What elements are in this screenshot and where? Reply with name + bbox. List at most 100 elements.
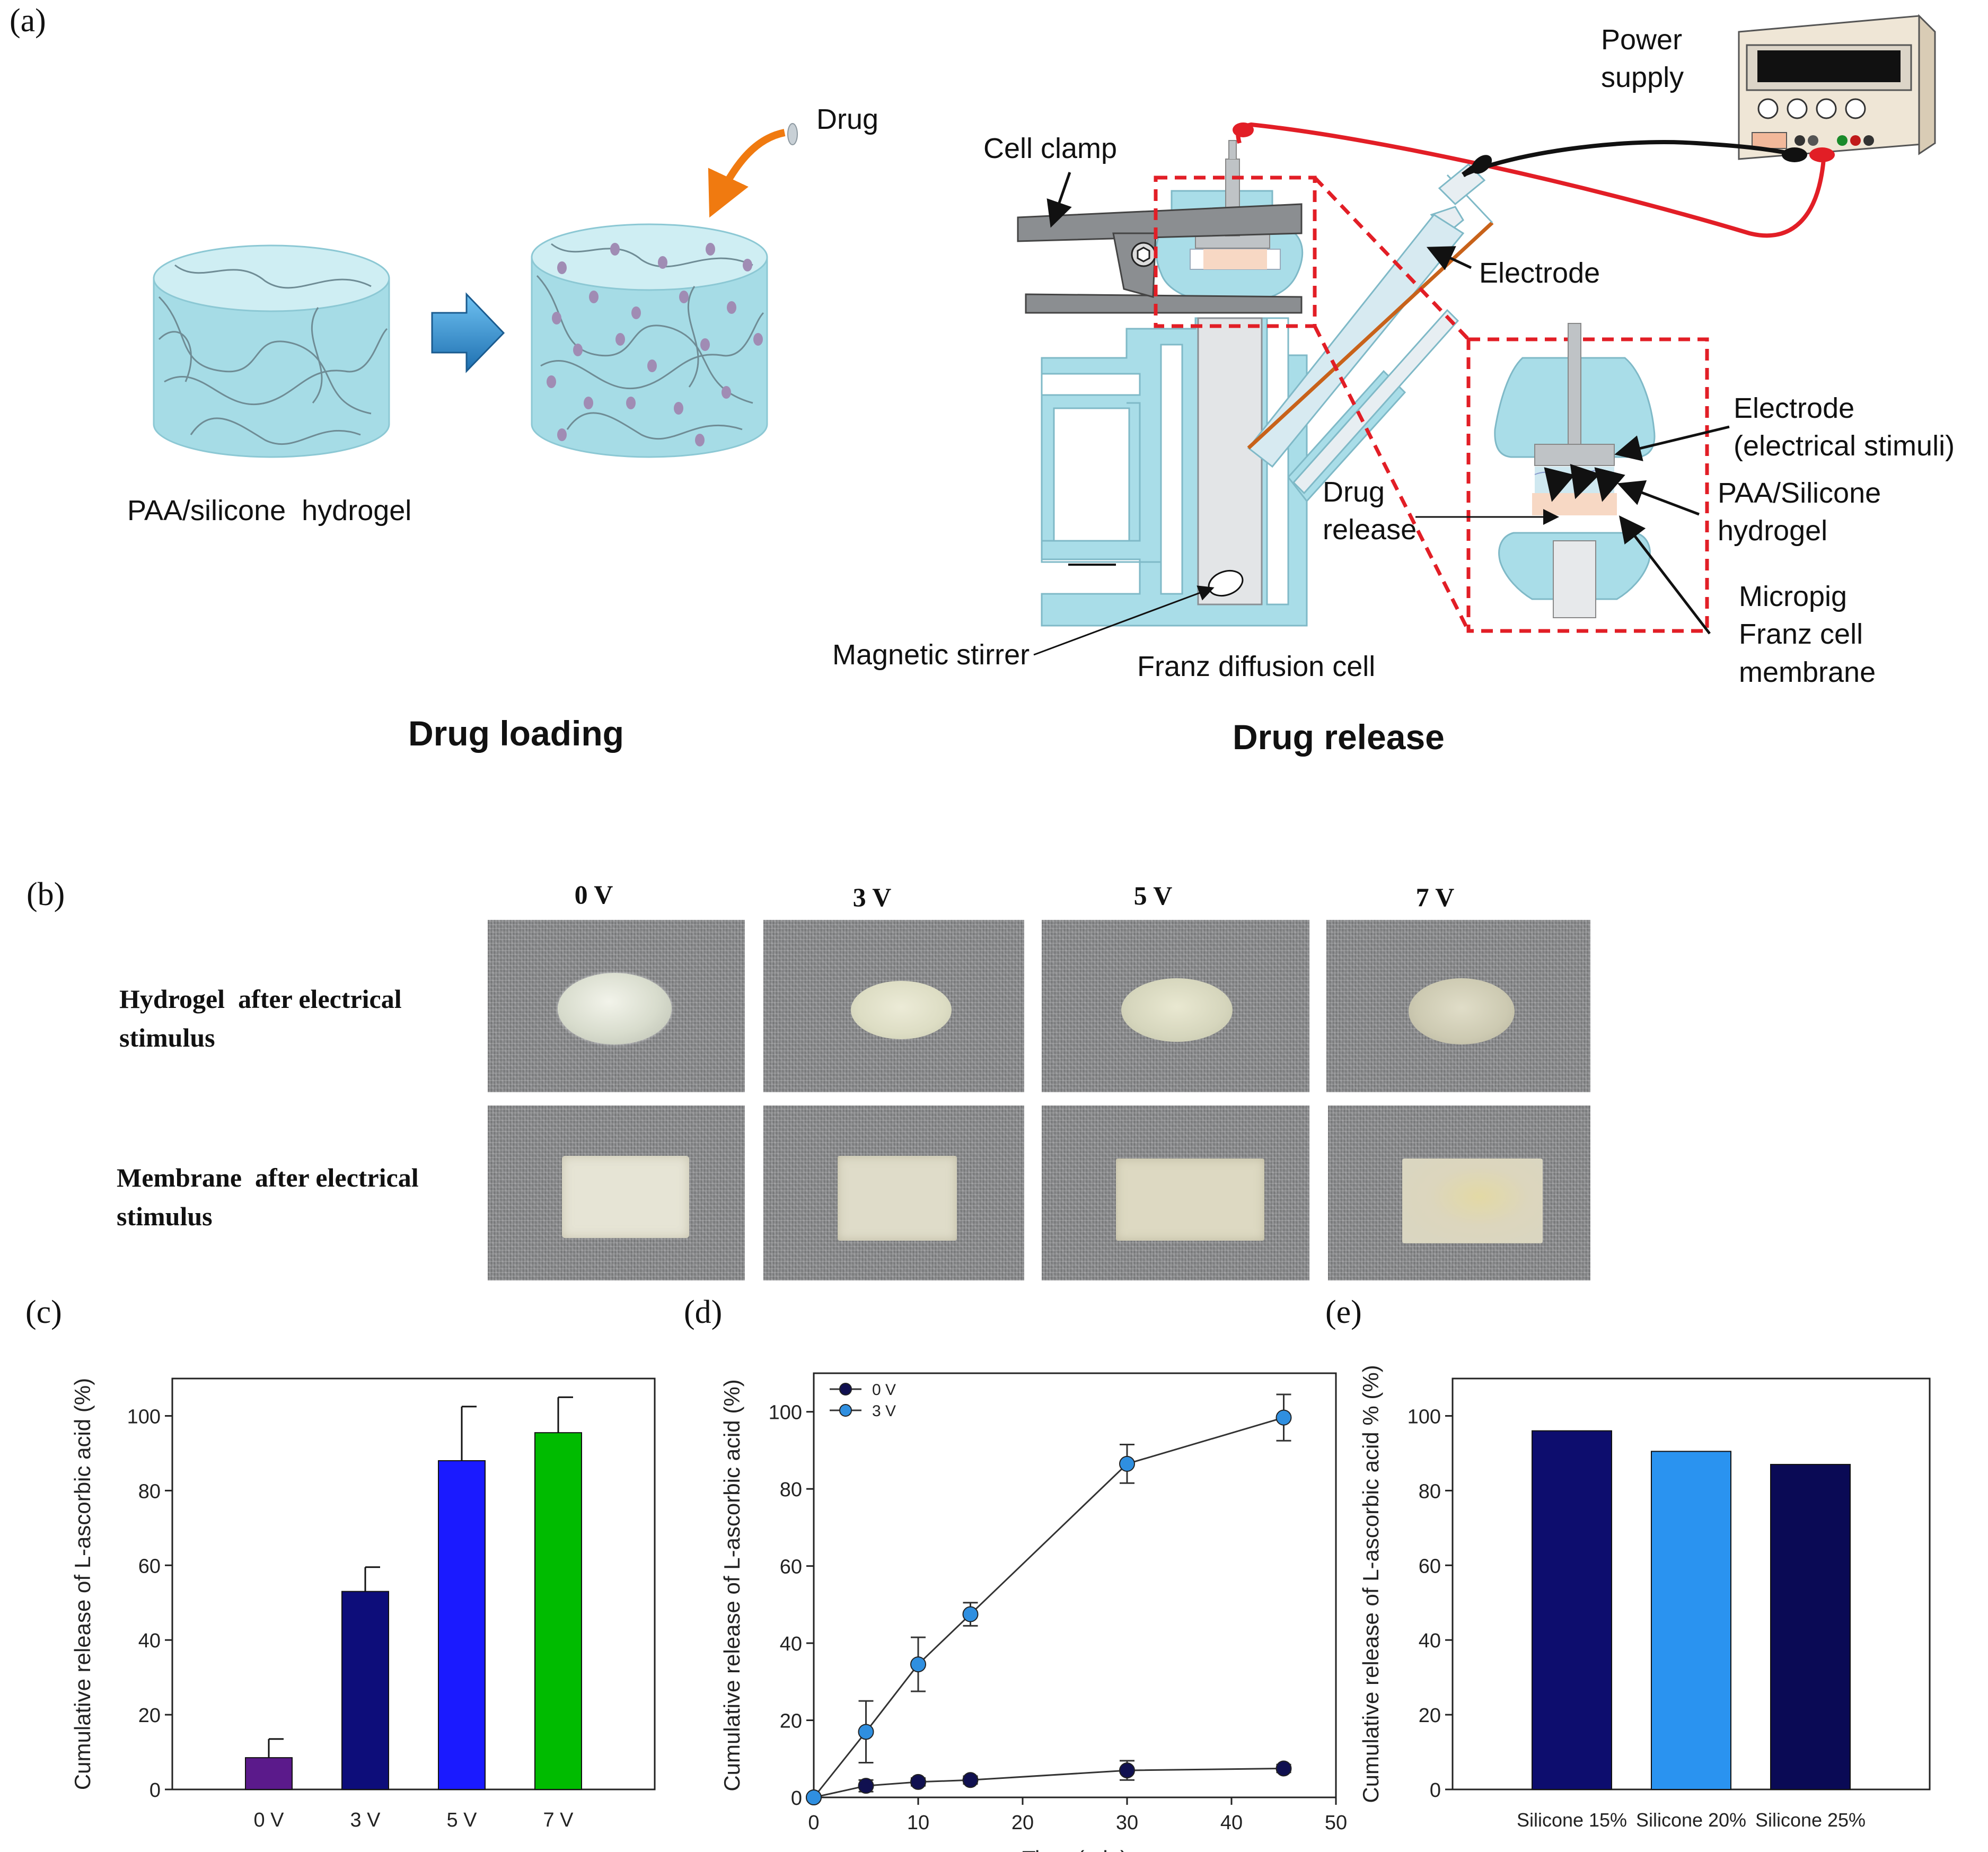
- y-tick-label: 80: [1419, 1480, 1441, 1503]
- power-supply-icon: [1738, 14, 1936, 160]
- x-tick-label: 7 V: [543, 1809, 574, 1831]
- y-tick-label: 0: [1430, 1779, 1441, 1802]
- pointer-arrow: [1617, 480, 1700, 516]
- drug-addition-arrow-icon: [708, 123, 798, 218]
- franz-diffusion-cell: [1041, 140, 1494, 627]
- x-tick-label: 10: [907, 1812, 929, 1834]
- data-point: [962, 1772, 979, 1788]
- electrode-label: Electrode: [1479, 257, 1600, 289]
- y-tick-label: 100: [769, 1402, 802, 1424]
- data-point: [910, 1774, 926, 1790]
- detail-inset: [1466, 323, 1709, 633]
- voltage-header: 0 V: [574, 880, 613, 909]
- x-tick-label: 3 V: [350, 1809, 381, 1831]
- data-point: [1276, 1760, 1292, 1777]
- voltage-header: 7 V: [1415, 882, 1455, 912]
- electrode-detail-label: Electrode(electrical stimuli): [1734, 392, 1955, 462]
- y-tick-label: 60: [780, 1556, 802, 1578]
- bar: [1651, 1451, 1731, 1790]
- hydrogel-photo-0v: [488, 920, 745, 1092]
- power-wires: [1233, 122, 1835, 238]
- y-tick-label: 60: [1419, 1555, 1441, 1577]
- series-line: [813, 1417, 1284, 1798]
- hydrogel-label: PAA/silicone hydrogel: [127, 495, 412, 526]
- bar: [341, 1591, 389, 1790]
- y-axis-label: Cumulative release of L-ascorbic acid (%…: [70, 1378, 95, 1790]
- cell-clamp: [1017, 203, 1303, 314]
- y-tick-label: 80: [780, 1479, 802, 1501]
- x-tick-label: 50: [1325, 1812, 1347, 1834]
- y-tick-label: 100: [1408, 1406, 1441, 1428]
- bar: [438, 1460, 486, 1790]
- magnetic-stirrer-label: Magnetic stirrer: [832, 639, 1030, 671]
- data-point: [858, 1778, 874, 1794]
- x-axis-label: Time (min): [1022, 1846, 1128, 1852]
- schematic-diagram: [153, 14, 1936, 656]
- pointer-arrow: [1614, 425, 1730, 461]
- legend-label: 0 V: [872, 1381, 896, 1399]
- hydrogel-photo-5v: [1042, 920, 1309, 1092]
- drug-loaded-hydrogel-cylinder: [531, 223, 768, 458]
- x-tick-label: 30: [1116, 1812, 1138, 1834]
- hydrogel-cylinder: [153, 244, 390, 458]
- panel-label-d: (d): [684, 1294, 723, 1330]
- x-tick-label: Silicone 15%: [1517, 1809, 1627, 1831]
- x-tick-label: Silicone 25%: [1755, 1809, 1866, 1831]
- x-tick-label: 40: [1220, 1812, 1243, 1834]
- highlight-box: [1154, 175, 1317, 328]
- panel-label-a: (a): [10, 3, 46, 39]
- y-tick-label: 40: [138, 1630, 161, 1652]
- hydrogel-photo-3v: [763, 920, 1024, 1092]
- legend-marker: [839, 1404, 852, 1417]
- data-point: [858, 1724, 874, 1740]
- x-tick-label: 0 V: [253, 1809, 284, 1831]
- y-tick-label: 40: [780, 1633, 802, 1655]
- legend-label: 3 V: [872, 1402, 896, 1420]
- franz-cell-label: Franz diffusion cell: [1137, 651, 1376, 682]
- plot-frame: [813, 1372, 1337, 1798]
- legend-marker: [839, 1383, 852, 1395]
- bar: [1532, 1430, 1612, 1790]
- y-tick-label: 40: [1419, 1630, 1441, 1652]
- drug-release-title: Drug release: [1233, 717, 1445, 757]
- voltage-header: 3 V: [852, 882, 892, 912]
- bar: [1770, 1464, 1851, 1790]
- data-point: [1119, 1762, 1135, 1779]
- x-tick-label: 0: [808, 1812, 819, 1834]
- data-point: [1276, 1409, 1292, 1426]
- bar: [534, 1432, 582, 1790]
- x-tick-label: Silicone 20%: [1636, 1809, 1746, 1831]
- plot-frame: [171, 1377, 656, 1790]
- data-point: [962, 1606, 979, 1622]
- panel-label-e: (e): [1325, 1294, 1362, 1330]
- process-arrow-icon: [431, 292, 505, 373]
- y-tick-label: 60: [138, 1555, 161, 1577]
- data-point: [1119, 1455, 1135, 1472]
- membrane-photo-5v: [1042, 1105, 1309, 1280]
- y-tick-label: 20: [1419, 1705, 1441, 1727]
- y-tick-label: 80: [138, 1480, 161, 1503]
- pointer-arrow: [1618, 515, 1711, 635]
- y-tick-label: 100: [127, 1406, 161, 1428]
- drug-loading-title: Drug loading: [408, 714, 624, 753]
- x-tick-label: 5 V: [446, 1809, 477, 1831]
- y-tick-label: 0: [791, 1787, 802, 1810]
- y-axis-label: Cumulative release of L-ascorbic acid (%…: [719, 1379, 744, 1791]
- bar: [245, 1757, 293, 1790]
- drug-label: Drug: [816, 103, 879, 135]
- x-tick-label: 20: [1011, 1812, 1034, 1834]
- panel-label-b: (b): [27, 876, 65, 912]
- membrane-photo-7v: [1328, 1105, 1590, 1280]
- pointer-arrow: [1426, 246, 1472, 270]
- membrane-photo-3v: [763, 1105, 1024, 1280]
- hydrogel-photo-7v: [1326, 920, 1590, 1092]
